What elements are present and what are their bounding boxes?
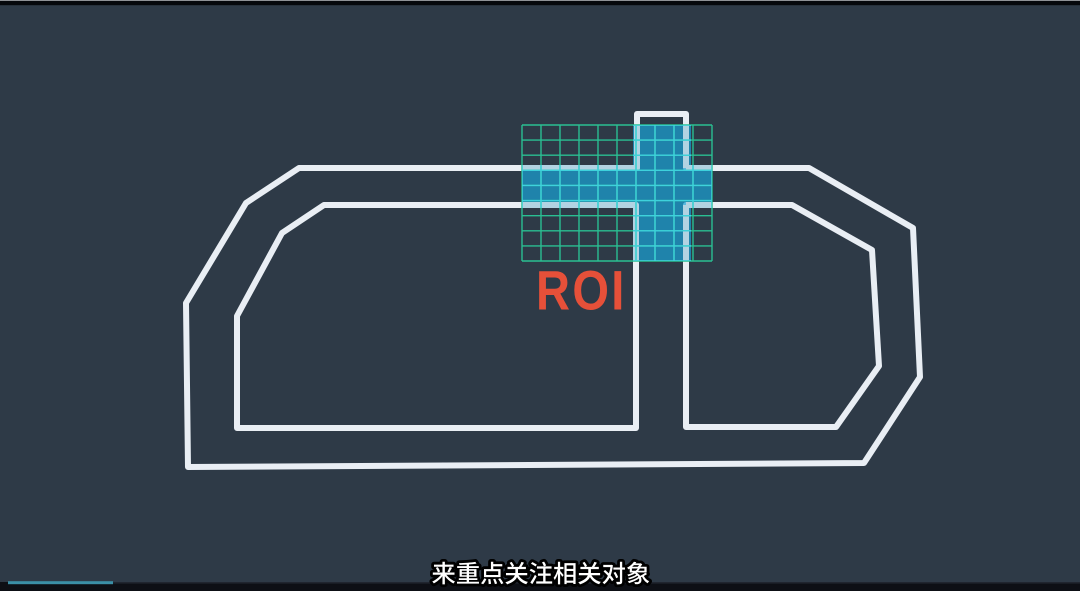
svg-text:ROI: ROI bbox=[536, 259, 627, 322]
